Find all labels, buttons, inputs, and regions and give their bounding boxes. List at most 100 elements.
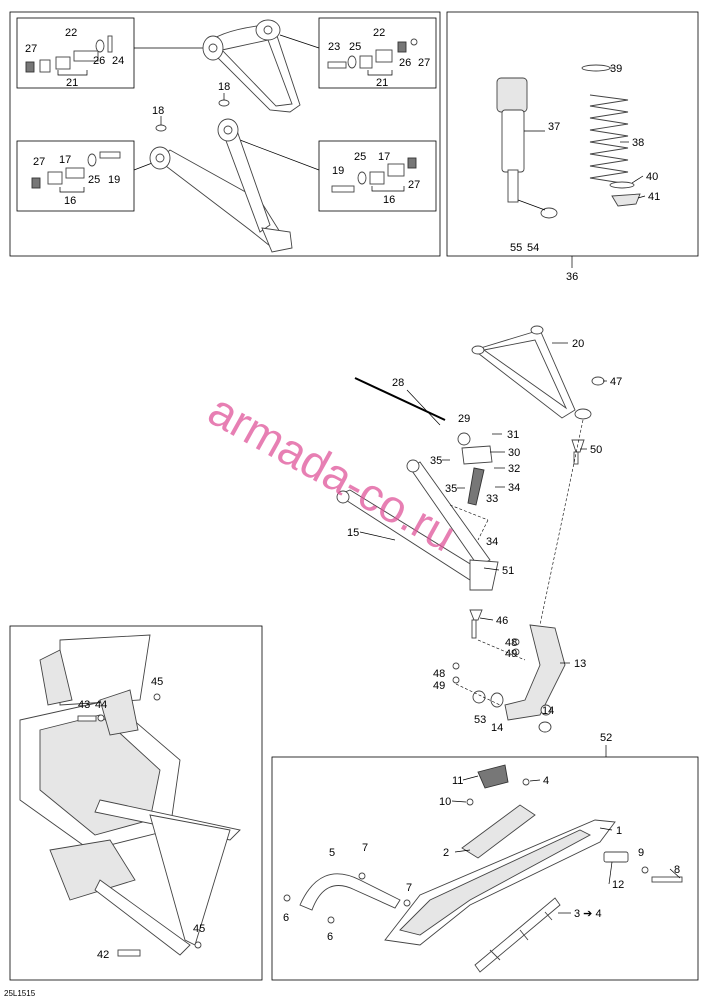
callout-45: 45	[193, 923, 205, 935]
hardware-upper-right	[327, 38, 418, 69]
sway-bar-link-33	[461, 445, 493, 506]
callout-2: 2	[443, 847, 449, 859]
ball-joint-50	[571, 439, 585, 465]
callout-19: 19	[332, 165, 344, 177]
upper-a-arm-main	[471, 325, 592, 420]
callout-49: 49	[505, 648, 517, 660]
hardware-upper-left	[25, 35, 113, 73]
callout-21: 21	[66, 77, 78, 89]
callout-30: 30	[508, 447, 520, 459]
callout-26: 26	[93, 55, 105, 67]
callout-46: 46	[496, 615, 508, 627]
callout-34: 34	[508, 482, 520, 494]
callout-25: 25	[349, 41, 361, 53]
ski-legs-2	[461, 764, 536, 859]
callout-15: 15	[347, 527, 359, 539]
callout-24: 24	[112, 55, 124, 67]
callout-54: 54	[527, 242, 539, 254]
callout-7: 7	[362, 842, 368, 854]
callout-28: 28	[392, 377, 404, 389]
leader-lines	[359, 67, 681, 914]
ring-40	[609, 181, 635, 189]
callout-53: 53	[474, 714, 486, 726]
callout-labels: 27 22 26 24 21 23 25 22 26 27 21 18 18 2…	[25, 27, 680, 961]
callout-48: 48	[505, 637, 517, 649]
callout-29: 29	[458, 413, 470, 425]
callout-9: 9	[638, 847, 644, 859]
ski-illustration	[384, 819, 616, 973]
callout-3-4: 3 ➔ 4	[574, 908, 602, 920]
callout-19: 19	[108, 174, 120, 186]
callout-18: 18	[218, 81, 230, 93]
hardware-lower-right	[331, 157, 417, 193]
drawing-code: 25L1515	[4, 989, 36, 998]
callout-41: 41	[648, 191, 660, 203]
callout-25: 25	[88, 174, 100, 186]
inset-lower-right-hardware	[318, 140, 437, 212]
callout-44: 44	[95, 699, 107, 711]
callout-6: 6	[283, 912, 289, 924]
callout-5: 5	[329, 847, 335, 859]
callout-18: 18	[152, 105, 164, 117]
callout-42: 42	[97, 949, 109, 961]
panel-a-arm-hardware	[9, 11, 441, 257]
callout-50: 50	[590, 444, 602, 456]
callout-8: 8	[674, 864, 680, 876]
callout-16: 16	[64, 195, 76, 207]
callout-22: 22	[65, 27, 77, 39]
callout-23: 23	[328, 41, 340, 53]
callout-16: 16	[383, 194, 395, 206]
callout-36: 36	[566, 271, 578, 283]
callout-25: 25	[354, 151, 366, 163]
callout-49: 49	[433, 680, 445, 692]
callout-32: 32	[508, 463, 520, 475]
callout-17: 17	[378, 151, 390, 163]
callout-38: 38	[632, 137, 644, 149]
inset-lower-left-hardware	[16, 140, 135, 212]
callout-27: 27	[418, 57, 430, 69]
callout-14: 14	[491, 722, 503, 734]
shock-absorber-illustration	[496, 77, 558, 219]
callout-47: 47	[610, 376, 622, 388]
callout-51: 51	[502, 565, 514, 577]
callout-35: 35	[445, 483, 457, 495]
callout-6: 6	[327, 931, 333, 943]
sway-bar-28	[354, 377, 446, 421]
callout-39: 39	[610, 63, 622, 75]
callout-33: 33	[486, 493, 498, 505]
callout-43: 43	[78, 699, 90, 711]
lower-a-arm-main	[336, 459, 499, 591]
callout-27: 27	[33, 156, 45, 168]
callout-14: 14	[542, 705, 554, 717]
inset-upper-left-hardware	[16, 17, 135, 89]
callout-20: 20	[572, 338, 584, 350]
callout-12: 12	[612, 879, 624, 891]
retainer-41	[611, 193, 641, 207]
callout-52: 52	[600, 732, 612, 744]
callout-22: 22	[373, 27, 385, 39]
spring-illustration	[589, 94, 629, 185]
callout-4: 4	[543, 775, 549, 787]
callout-11: 11	[452, 775, 463, 787]
callout-40: 40	[646, 171, 658, 183]
spindle-13	[504, 624, 566, 733]
callout-31: 31	[507, 429, 519, 441]
ball-joint-46	[469, 609, 483, 639]
ski-handle-5	[299, 873, 401, 911]
panel-ski	[271, 756, 699, 981]
hardware-lower-left	[31, 151, 121, 189]
callout-27: 27	[25, 43, 37, 55]
callout-55: 55	[510, 242, 522, 254]
callout-21: 21	[376, 77, 388, 89]
callout-34: 34	[486, 536, 498, 548]
chassis-illustration	[19, 634, 241, 956]
panel-chassis-mount	[9, 625, 263, 981]
callout-45: 45	[151, 676, 163, 688]
callout-1: 1	[616, 825, 622, 837]
lower-a-arm-illustration	[149, 118, 293, 253]
o-ring-39	[581, 64, 611, 72]
callout-27: 27	[408, 179, 420, 191]
upper-a-arm-illustration	[202, 19, 301, 113]
callout-7: 7	[406, 882, 412, 894]
